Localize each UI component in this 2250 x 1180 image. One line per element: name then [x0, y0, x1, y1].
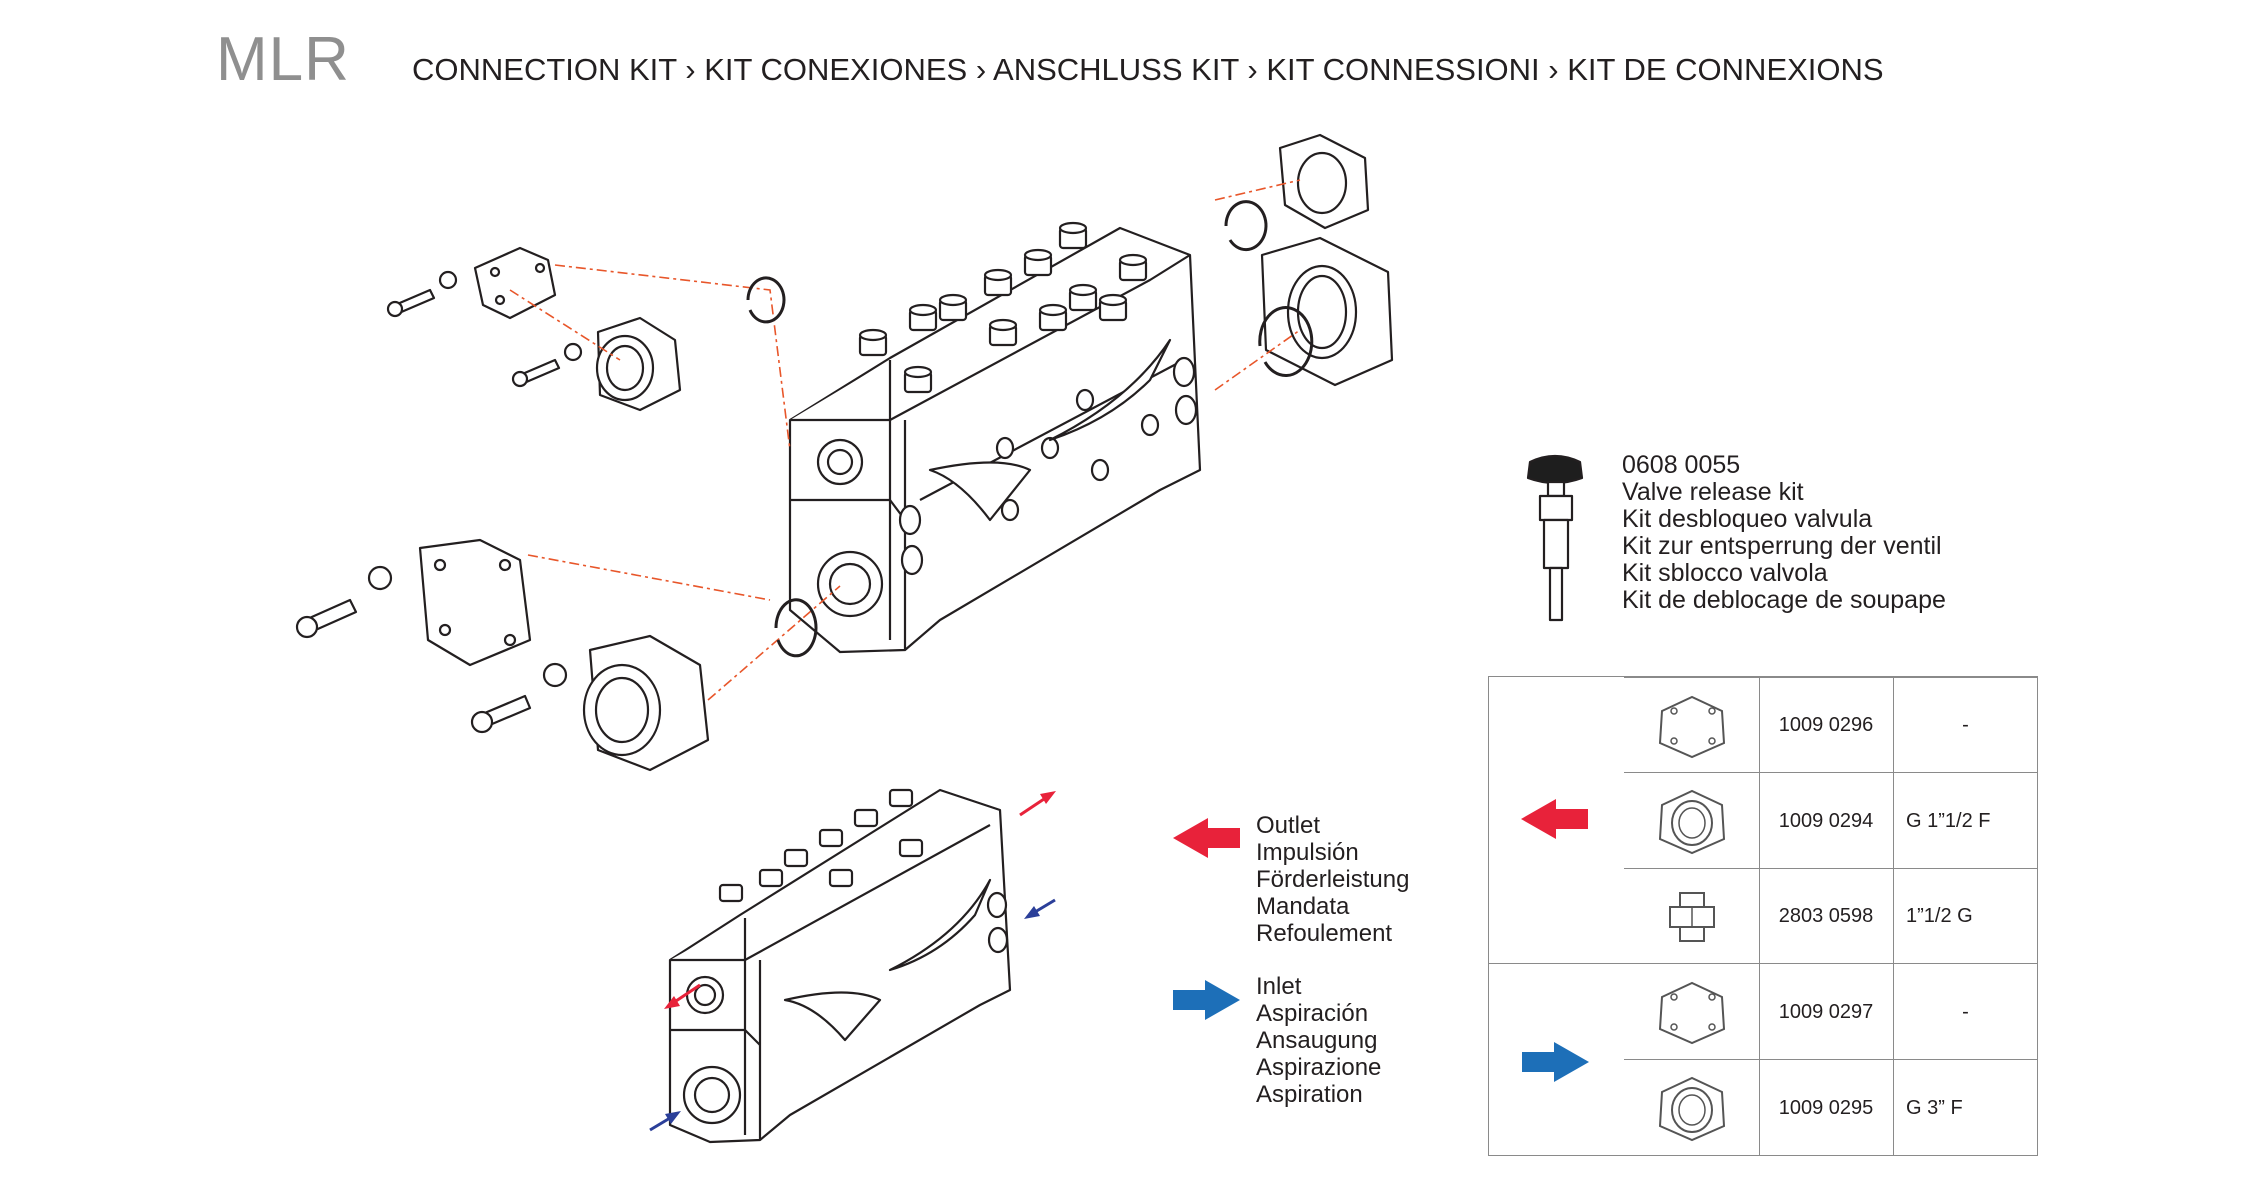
pump-body-drawing	[788, 221, 1202, 654]
kit-line: Valve release kit	[1622, 478, 1804, 506]
nipple-icon	[1624, 869, 1760, 964]
legend-label: Impulsión	[1256, 839, 1359, 866]
legend-label: Aspiration	[1256, 1081, 1363, 1108]
table-row: 1009 0297 -	[1624, 963, 2037, 1060]
table-row: 1009 0295 G 3” F	[1624, 1059, 2037, 1156]
kit-line: Kit zur entsperrung der ventil	[1622, 532, 1942, 560]
valve-release-kit: 0608 0055 Valve release kit Kit desbloqu…	[1622, 452, 1946, 614]
kit-code: 0608 0055	[1622, 451, 1741, 479]
threaded-flange-icon	[1624, 1060, 1760, 1156]
legend-label: Refoulement	[1256, 920, 1393, 947]
legend-label: Förderleistung	[1256, 866, 1410, 893]
legend-label: Aspirazione	[1256, 1054, 1382, 1081]
legend-label: Inlet	[1256, 973, 1302, 1000]
group-divider	[1489, 963, 1624, 964]
table-row: 1009 0296 -	[1624, 677, 2037, 773]
legend-label: Outlet	[1256, 812, 1321, 839]
legend-label: Ansaugung	[1256, 1027, 1378, 1054]
pump-body-small-drawing	[668, 788, 1012, 1144]
part-code: 2803 0598	[1759, 869, 1894, 964]
outlet-arrow-icon	[1521, 799, 1588, 839]
kit-line: Kit de deblocage de soupape	[1622, 586, 1946, 614]
legend-label: Mandata	[1256, 893, 1350, 920]
blind-flange-icon	[1624, 678, 1760, 773]
part-size: 1”1/2 G	[1906, 905, 1973, 927]
outlet-arrow-icon	[1173, 818, 1240, 858]
part-size: -	[1962, 714, 1969, 736]
valve-release-kit-drawing	[1526, 454, 1584, 622]
inlet-arrow-icon	[1173, 980, 1240, 1020]
part-code: 1009 0296	[1759, 678, 1894, 773]
table-row: 2803 0598 1”1/2 G	[1624, 868, 2037, 964]
kit-line: Kit sblocco valvola	[1622, 559, 1828, 587]
legend-inlet: Inlet Aspiración Ansaugung Aspirazione A…	[1256, 973, 1381, 1108]
kit-line: Kit desbloqueo valvula	[1622, 505, 1873, 533]
part-code: 1009 0297	[1759, 964, 1894, 1060]
part-size: -	[1962, 1000, 1969, 1023]
table-row: 1009 0294 G 1”1/2 F	[1624, 772, 2037, 869]
inlet-arrow-icon	[1522, 1042, 1589, 1082]
parts-table: 1009 0296 - 1009 0294 G 1”1/2 F 2803 059…	[1488, 676, 2038, 1156]
page-heading: CONNECTION KIT › KIT CONEXIONES › ANSCHL…	[412, 52, 1884, 87]
model-name: MLR	[216, 25, 350, 94]
part-size: G 1”1/2 F	[1906, 809, 1991, 832]
blind-flange-icon	[1624, 964, 1760, 1060]
part-size: G 3” F	[1906, 1096, 1963, 1119]
legend-label: Aspiración	[1256, 1000, 1369, 1027]
part-code: 1009 0294	[1759, 773, 1894, 869]
threaded-flange-icon	[1624, 773, 1760, 869]
table-arrow-column	[1521, 799, 1589, 1082]
legend-outlet: Outlet Impulsión Förderleistung Mandata …	[1256, 812, 1409, 947]
part-code: 1009 0295	[1759, 1060, 1894, 1156]
